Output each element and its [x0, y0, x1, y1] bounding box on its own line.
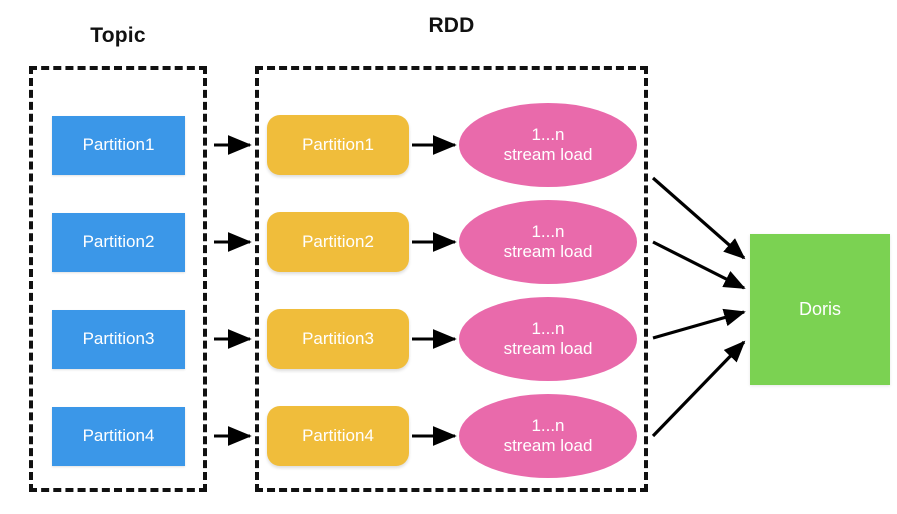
topic-partition-1-label: Partition1 [82, 135, 155, 155]
stream-load-3[interactable]: 1...n stream load [459, 297, 637, 381]
topic-partition-2[interactable]: Partition2 [52, 213, 185, 272]
topic-partition-4[interactable]: Partition4 [52, 407, 185, 466]
arrow-streamload-to-doris-4 [651, 340, 746, 438]
stream-load-2-line2: stream load [503, 242, 593, 261]
arrow-streamload-to-doris-3 [652, 308, 746, 340]
stream-load-1-text: 1...n stream load [504, 125, 593, 165]
group-title-topic: Topic [90, 24, 146, 47]
rdd-partition-3[interactable]: Partition3 [267, 309, 409, 369]
group-title-rdd: RDD [428, 14, 475, 37]
rdd-partition-1[interactable]: Partition1 [267, 115, 409, 175]
stream-load-1-line1: 1...n [531, 124, 565, 144]
stream-load-3-text: 1...n stream load [504, 319, 593, 359]
stream-load-4-text: 1...n stream load [504, 416, 593, 456]
rdd-partition-1-label: Partition1 [302, 134, 374, 154]
rdd-partition-3-label: Partition3 [302, 328, 374, 348]
stream-load-1-line2: stream load [503, 145, 593, 164]
topic-partition-2-label: Partition2 [82, 232, 155, 252]
stream-load-4-line2: stream load [503, 436, 593, 455]
group-container-topic [29, 66, 207, 492]
topic-partition-1[interactable]: Partition1 [52, 116, 185, 175]
stream-load-3-line2: stream load [503, 339, 593, 358]
stream-load-1[interactable]: 1...n stream load [459, 103, 637, 187]
arrow-streamload-to-doris-2 [652, 240, 746, 290]
rdd-partition-2[interactable]: Partition2 [267, 212, 409, 272]
stream-load-4[interactable]: 1...n stream load [459, 394, 637, 478]
sink-doris[interactable]: Doris [750, 234, 890, 385]
topic-partition-3[interactable]: Partition3 [52, 310, 185, 369]
stream-load-2[interactable]: 1...n stream load [459, 200, 637, 284]
group-container-rdd [255, 66, 648, 492]
topic-partition-4-label: Partition4 [82, 426, 155, 446]
sink-doris-label: Doris [798, 298, 841, 319]
stream-load-2-line1: 1...n [531, 221, 565, 241]
rdd-partition-4-label: Partition4 [302, 425, 374, 445]
stream-load-3-line1: 1...n [531, 318, 565, 338]
rdd-partition-4[interactable]: Partition4 [267, 406, 409, 466]
arrow-streamload-to-doris-1 [651, 176, 746, 260]
rdd-partition-2-label: Partition2 [302, 231, 374, 251]
stream-load-4-line1: 1...n [531, 415, 565, 435]
stream-load-2-text: 1...n stream load [504, 222, 593, 262]
topic-partition-3-label: Partition3 [82, 329, 155, 349]
